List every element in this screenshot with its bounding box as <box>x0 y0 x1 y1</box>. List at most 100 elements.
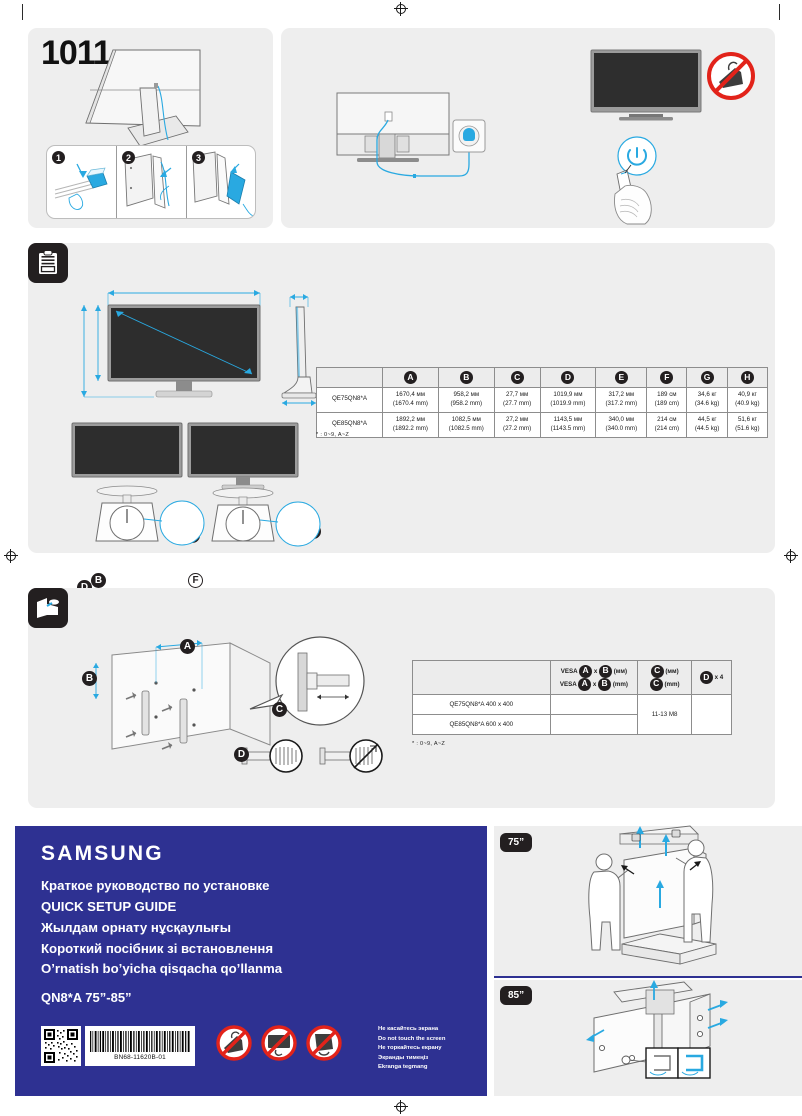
stand-step-3: 3 <box>187 146 255 218</box>
vesa-header-screw-en: C (mm) <box>638 677 691 691</box>
remote-power-illustration <box>590 49 702 225</box>
vesa-header-size: VESA A x B (мм) VESA A x B (mm) <box>549 660 639 695</box>
warning-en: Do not touch the screen <box>378 1035 446 1042</box>
guide-title-uz: O’rnatish bo’yicha qisqacha qo’llanma <box>41 961 283 977</box>
dimensions-section-badge <box>28 243 68 283</box>
barcode-number: BN68-11620B-01 <box>114 1053 166 1061</box>
wallmount-section-badge <box>28 588 68 628</box>
spec-header-model <box>316 367 383 388</box>
tv-front-dimensions-illustration <box>81 290 261 398</box>
crop-line-top-right <box>779 4 780 20</box>
barcode: BN68-11620B-01 <box>85 1026 195 1066</box>
install-85-illustration <box>586 980 728 1079</box>
guide-title-en: QUICK SETUP GUIDE <box>41 898 177 914</box>
spec-cell-85-F: 214 см(214 cm) <box>646 411 688 438</box>
spec-header-F: F <box>646 367 688 388</box>
vesa-header-qty: D x 4 <box>691 660 732 695</box>
screw-length-comparison-illustration <box>241 739 383 773</box>
power-and-remote-panel <box>281 28 775 228</box>
wallmount-marker-A: A <box>180 639 195 654</box>
spec-header-E: E <box>595 367 648 388</box>
registration-mark-top <box>394 2 408 16</box>
page-number: 1011 <box>41 34 112 72</box>
size-badge-85: 85” <box>500 986 533 1005</box>
tv-weight-with-stand-illustration <box>187 422 321 547</box>
dimensions-spec-table: A B C D E F G H QE75QN8*A 1670,4 мм(1670… <box>316 367 769 438</box>
stand-step-2: 2 <box>117 146 187 218</box>
do-not-press-screen-icon <box>261 1025 297 1061</box>
model-name: QN8*A 75”-85” <box>41 990 132 1005</box>
stand-assembly-illustration <box>85 49 201 147</box>
vesa-size-85 <box>549 714 639 735</box>
crop-line-top-left <box>22 4 23 20</box>
spec-cell-75-B: 958,2 мм(958.2 mm) <box>437 387 495 413</box>
stand-step-1: 1 <box>47 146 117 218</box>
brand-footer-block: SAMSUNG Краткое руководство по установке… <box>15 826 487 1096</box>
spec-cell-75-D: 1019,9 мм(1019.9 mm) <box>539 387 597 413</box>
spec-cell-85-G: 44,5 кг(44.5 kg) <box>686 411 728 438</box>
spec-table-header-row: A B C D E F G H <box>316 367 769 388</box>
clipboard-icon <box>39 250 57 274</box>
spec-model-85: QE85QN8*A <box>316 411 383 438</box>
spec-cell-85-H: 51,6 кг(51.6 kg) <box>726 411 769 438</box>
table-row: QE75QN8*A 400 x 400 11-13 M8 <box>412 694 732 735</box>
dimension-marker-F: F <box>188 573 203 588</box>
registration-mark-bottom <box>394 1100 408 1114</box>
table-row: QE85QN8*A 1892,2 мм(1892.2 mm) 1082,5 мм… <box>316 411 769 438</box>
install-panel-85: 85” <box>494 980 802 1096</box>
spec-header-C: C <box>493 367 541 388</box>
do-not-touch-screen-icon <box>216 1025 252 1061</box>
spec-table-footnote: * : 0~9, A~Z <box>316 432 350 438</box>
spec-cell-85-D: 1143,5 мм(1143.5 mm) <box>539 411 597 438</box>
stand-steps-strip: 1 2 <box>46 145 256 219</box>
dimension-marker-B: B <box>91 573 106 588</box>
spec-cell-75-F: 189 см(189 cm) <box>646 387 688 413</box>
tv-side-dimensions-illustration <box>281 294 317 406</box>
spec-header-G: G <box>686 367 728 388</box>
vesa-qty-cell <box>691 694 732 735</box>
power-connection-illustration <box>336 92 486 178</box>
vesa-header-screw-ru: C (мм) <box>638 664 691 678</box>
step-number-1: 1 <box>52 151 65 164</box>
stand-assembly-panel: 1011 1 <box>28 28 273 228</box>
tv-weight-no-stand-illustration <box>71 422 205 546</box>
warning-ru: Не касайтесь экрана <box>378 1026 439 1032</box>
wall-mount-icon <box>37 598 59 618</box>
install-panel-75: 75” <box>494 825 802 976</box>
spec-cell-75-C: 27,7 мм(27.7 mm) <box>493 387 541 413</box>
warning-kk: Экранды тимеңіз <box>378 1054 429 1061</box>
code-group: BN68-11620B-01 <box>41 1026 195 1066</box>
wallmount-vesa-table: VESA A x B (мм) VESA A x B (mm) C (мм) C… <box>412 660 732 735</box>
samsung-logo: SAMSUNG <box>41 842 164 865</box>
spec-header-D: D <box>539 367 597 388</box>
panel-divider <box>494 976 802 978</box>
prohibition-icons-group <box>215 1024 343 1062</box>
registration-mark-right <box>784 549 798 563</box>
spec-cell-75-E: 317,2 мм(317.2 mm) <box>595 387 648 413</box>
spec-cell-75-A: 1670,4 мм(1670.4 mm) <box>382 387 439 413</box>
vesa-model-75: QE75QN8*A 400 x 400 <box>412 694 551 715</box>
do-not-touch-prohibition-icon <box>707 52 755 100</box>
spec-cell-85-E: 340,0 мм(340.0 mm) <box>595 411 648 438</box>
spec-model-75: QE75QN8*A <box>316 387 383 413</box>
guide-titles: Краткое руководство по установке QUICK S… <box>41 876 282 980</box>
guide-title-kk: Жылдам орнату нұсқаулығы <box>41 919 232 935</box>
guide-title-uk: Короткий посібник зі встановлення <box>41 940 274 956</box>
vesa-header-model <box>412 660 551 695</box>
table-row: QE75QN8*A 1670,4 мм(1670.4 mm) 958,2 мм(… <box>316 387 769 413</box>
wallmount-marker-D: D <box>234 747 249 762</box>
spec-header-B: B <box>437 367 495 388</box>
wallmount-illustration <box>93 636 365 750</box>
vesa-header-size-en: VESA A x B (mm) <box>551 677 638 691</box>
size-badge-75: 75” <box>500 833 533 852</box>
do-not-lean-screen-icon <box>306 1025 342 1061</box>
spec-cell-75-H: 40,9 кг(40.9 kg) <box>726 387 769 413</box>
step-number-3: 3 <box>192 151 205 164</box>
warning-text-group: Не касайтесь экрана Do not touch the scr… <box>378 1025 445 1073</box>
vesa-header-size-ru: VESA A x B (мм) <box>551 664 638 678</box>
spec-header-A: A <box>382 367 439 388</box>
guide-title-ru: Краткое руководство по установке <box>41 878 270 893</box>
qr-code <box>41 1026 81 1066</box>
spec-cell-85-C: 27,2 мм(27.2 mm) <box>493 411 541 438</box>
warning-uz: Ekranga tegmang <box>378 1064 428 1071</box>
